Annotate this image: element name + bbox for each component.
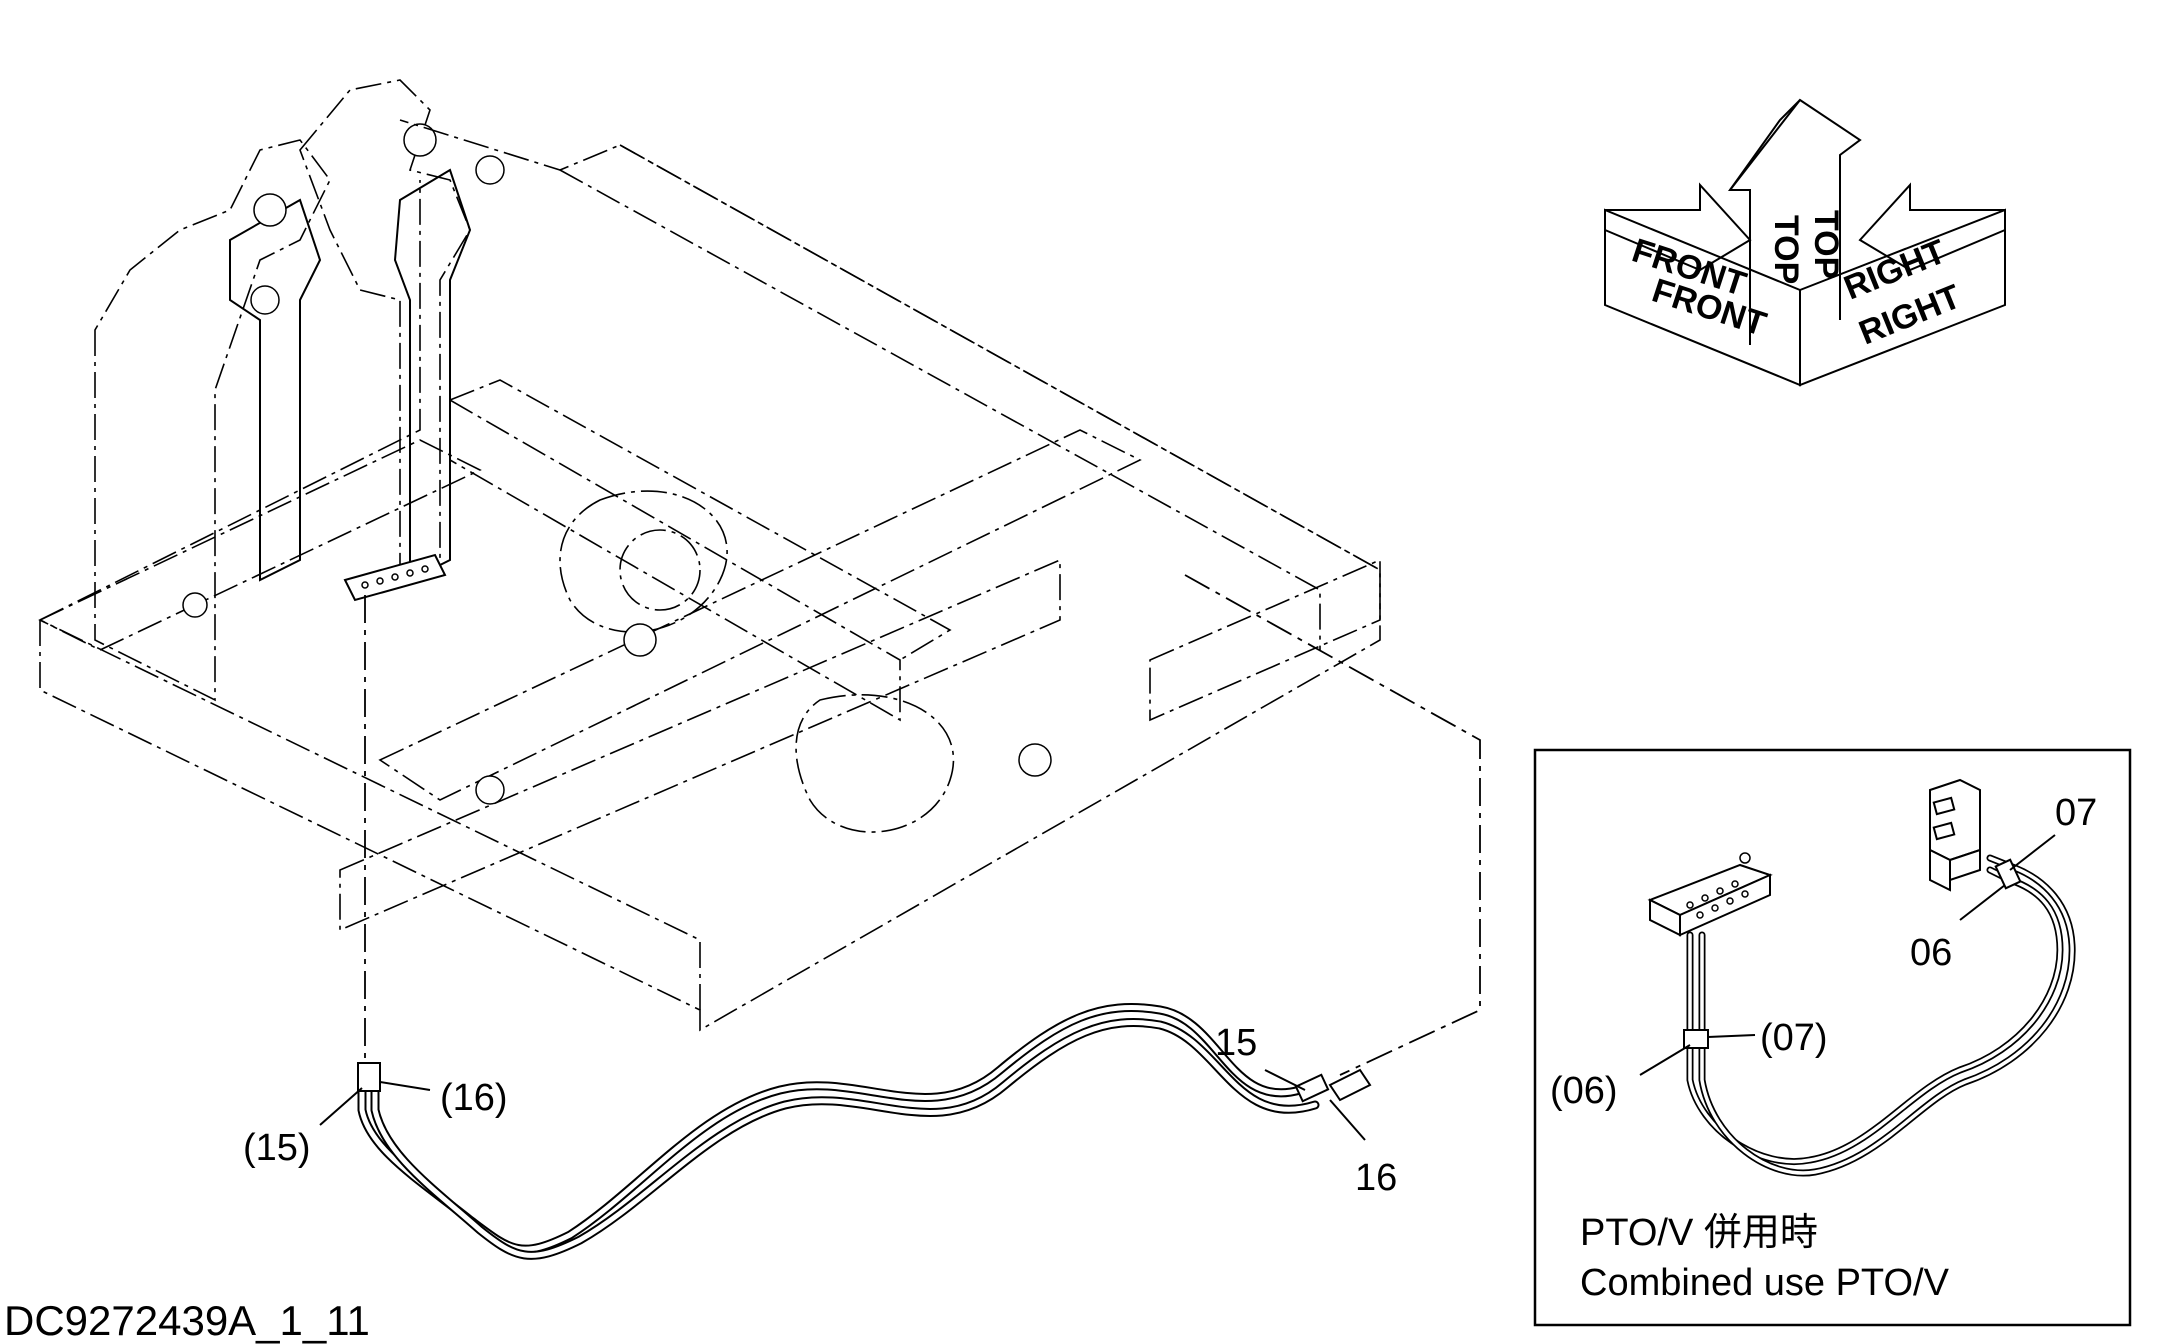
deck-outline [39, 119, 1381, 1032]
fitting-16 [1294, 1073, 1330, 1103]
leader-ref-15 [319, 1087, 363, 1126]
orientation-front-arrow [1604, 182, 1752, 272]
hose-assembly-main [357, 1003, 1372, 1260]
inset-fitting-lower [1683, 1029, 1709, 1049]
leader-16 [1329, 1099, 1366, 1141]
hose-end-connector [1328, 1068, 1372, 1102]
boom-bracket-left [229, 198, 322, 582]
doc-id: DC9272439A_1_11 [4, 1297, 370, 1344]
leader-06 [1959, 884, 2006, 921]
orientation-top-arrow-back [1729, 99, 1801, 191]
front-crossmember [339, 558, 1061, 932]
deck-rear-edge [559, 144, 1381, 650]
swing-circle-lower [795, 694, 955, 833]
inset-connector-plate [1647, 852, 1773, 937]
hose-16 [370, 1018, 1320, 1260]
frame-hole [623, 623, 657, 657]
callout-15: 15 [1215, 1022, 1257, 1064]
hose-15 [357, 1003, 1305, 1254]
frame-hole [182, 592, 208, 618]
frame-hole [1018, 743, 1052, 777]
callout-ref-07: (07) [1760, 1017, 1828, 1059]
leader-15 [1264, 1069, 1306, 1091]
center-beam [449, 379, 952, 722]
leader-ref-07 [1707, 1034, 1756, 1038]
callout-06: 06 [1910, 932, 1952, 974]
deck-edge [39, 180, 701, 1010]
inset-fitting-upper [1994, 858, 2022, 890]
inset-hose-06 [1686, 866, 2064, 1165]
boom-bracket-right [393, 168, 472, 582]
pto-valve [1929, 778, 1981, 892]
orientation-right-arrow [1858, 182, 2006, 272]
leader-07 [2009, 834, 2056, 871]
swing-circle-inner [619, 529, 701, 611]
boom-mount-right [299, 79, 471, 582]
leader-ref-16 [379, 1081, 431, 1091]
orientation-symbol: FRONT FRONT TOP TOP RIGHT RIGHT [1604, 98, 2006, 387]
inset-detail: 07 06 (07) (06) PTO/V 併用時 Combined use P… [1533, 748, 2132, 1327]
main-callouts: 15 16 (16) (15) [243, 1022, 1397, 1199]
frame-connector-holes [361, 565, 429, 589]
boom-mount-left [94, 139, 331, 702]
callout-ref-15: (15) [243, 1127, 311, 1169]
boom-pin-hole [250, 285, 280, 315]
leader-ref-06 [1639, 1044, 1691, 1076]
callout-ref-16: (16) [440, 1077, 508, 1119]
orientation-top-label-2: TOP [1807, 210, 1845, 279]
fitting-15 [357, 1062, 381, 1092]
inset-hose-07 [1698, 854, 2076, 1177]
boom-pin-hole [475, 155, 505, 185]
inset-caption-jp: PTO/V 併用時 [1580, 1212, 1818, 1254]
inset-border [1533, 748, 2132, 1327]
frame-assembly [38, 79, 1381, 1032]
inset-caption-en: Combined use PTO/V [1580, 1262, 1950, 1304]
centerline-right [1184, 574, 1481, 1076]
routing-centerlines [364, 574, 1481, 1076]
boom-pin-hole [403, 123, 437, 157]
frame-hole [475, 775, 505, 805]
swing-circle [559, 490, 728, 633]
side-rail-left [38, 439, 482, 651]
side-rail-right [1149, 558, 1381, 722]
orientation-box-right [1799, 208, 2006, 387]
callout-07: 07 [2055, 792, 2097, 834]
orientation-top-label-1: TOP [1767, 215, 1805, 284]
callout-16: 16 [1355, 1157, 1397, 1199]
boom-pin-hole [253, 193, 287, 227]
cross-beam [378, 429, 1142, 801]
callout-ref-06: (06) [1550, 1070, 1618, 1112]
